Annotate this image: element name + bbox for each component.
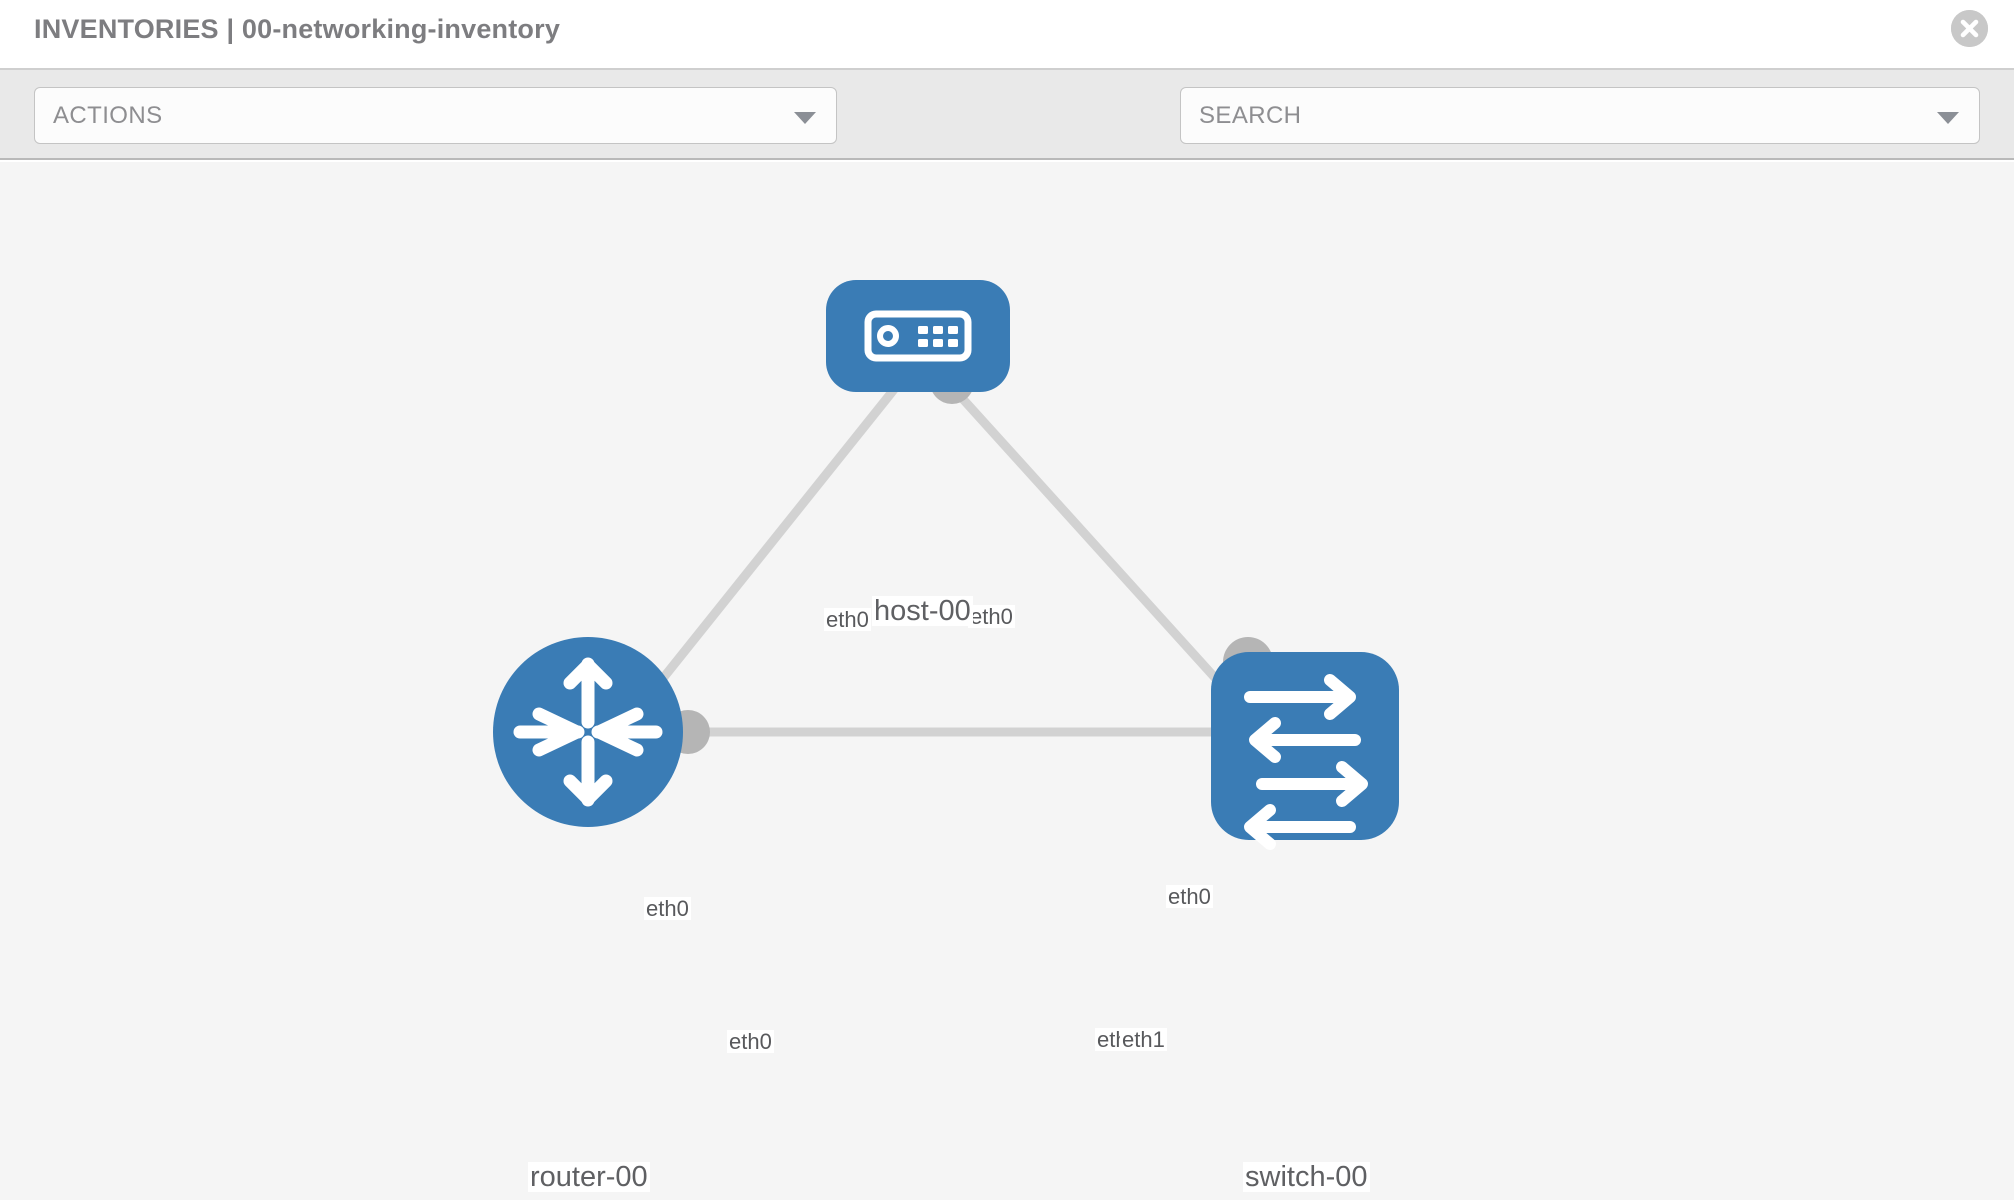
page-title: INVENTORIES | 00-networking-inventory: [34, 14, 561, 44]
close-icon[interactable]: [1951, 10, 1988, 47]
node-label-router: router-00: [528, 1161, 650, 1193]
node-router-00: [493, 637, 683, 827]
server-icon-details: [877, 325, 958, 347]
node-label-host: host-00: [872, 595, 973, 627]
iface-label: eth0: [727, 1029, 774, 1054]
node-host-00: [826, 280, 1010, 392]
iface-label: eth0: [644, 896, 691, 921]
toolbar: ACTIONS SEARCH: [0, 70, 2014, 199]
topology-canvas[interactable]: eth0 eth0 eth0 eth0 eth0 eth0 eth1 host-…: [0, 162, 2014, 1200]
link-host-router: [615, 382, 901, 737]
iface-label: eth0: [824, 607, 871, 632]
node-switch-00: [1211, 652, 1399, 850]
node-label-switch: switch-00: [1243, 1161, 1370, 1193]
iface-label: eth1: [1120, 1027, 1167, 1052]
router-icon: [513, 657, 663, 807]
search-input[interactable]: SEARCH: [1180, 87, 1980, 144]
chevron-down-icon: [794, 112, 816, 124]
iface-label: eth0: [968, 604, 1015, 629]
search-placeholder: SEARCH: [1199, 102, 1302, 129]
chevron-down-icon[interactable]: [1937, 112, 1959, 124]
server-icon: [864, 310, 972, 362]
actions-dropdown-label: ACTIONS: [53, 102, 163, 129]
switch-icon: [1244, 674, 1368, 850]
iface-label: eth0: [1166, 884, 1213, 909]
topology-links: [615, 382, 1260, 737]
page-header: INVENTORIES | 00-networking-inventory: [0, 0, 2014, 70]
topology-graph: [493, 280, 1399, 850]
link-host-switch: [947, 382, 1260, 727]
actions-dropdown[interactable]: ACTIONS: [34, 87, 837, 144]
